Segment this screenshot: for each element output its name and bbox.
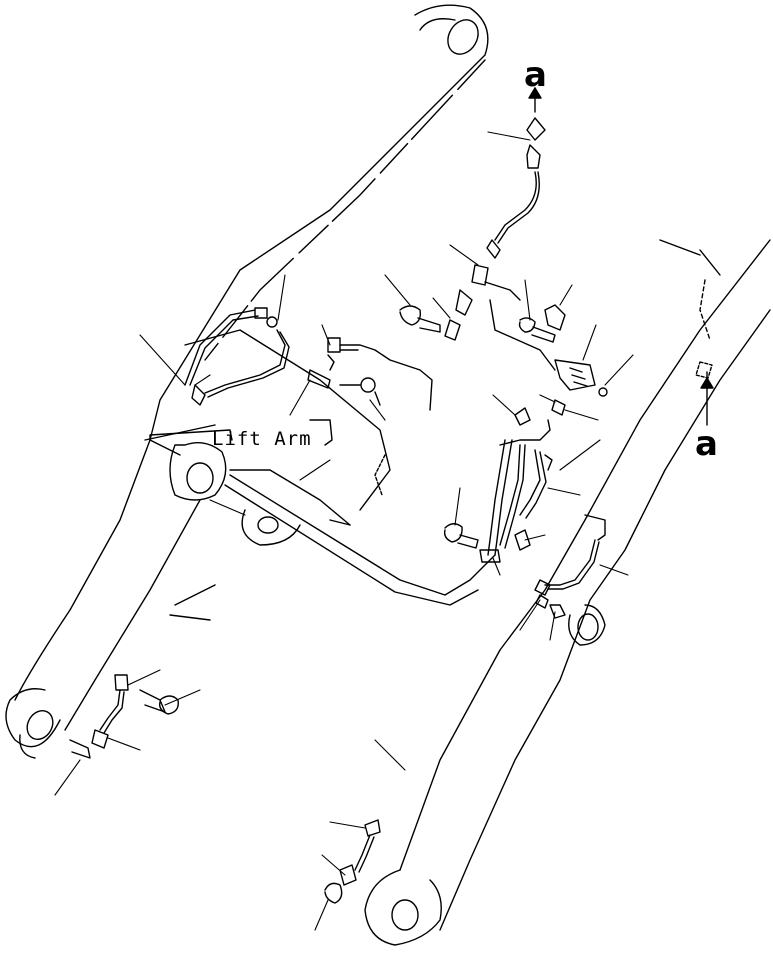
left-lower-hose: [69, 674, 179, 759]
right-lift-arm: [364, 239, 771, 946]
cross-tube: [149, 329, 496, 606]
right-hoses: [443, 399, 606, 619]
center-piping: [307, 337, 433, 446]
reference-label-right: a: [695, 424, 718, 464]
leader-lines: [54, 131, 634, 931]
bottom-hose: [324, 819, 381, 904]
upper-fitting-tree: [399, 117, 608, 397]
lift-arm-label: Lift Arm: [212, 428, 312, 450]
left-piping: [144, 307, 290, 441]
reference-label-top: a: [524, 55, 547, 95]
reference-arrow-top: [528, 87, 542, 113]
left-lift-arm: [5, 4, 489, 759]
reference-arrow-right: [700, 371, 714, 426]
